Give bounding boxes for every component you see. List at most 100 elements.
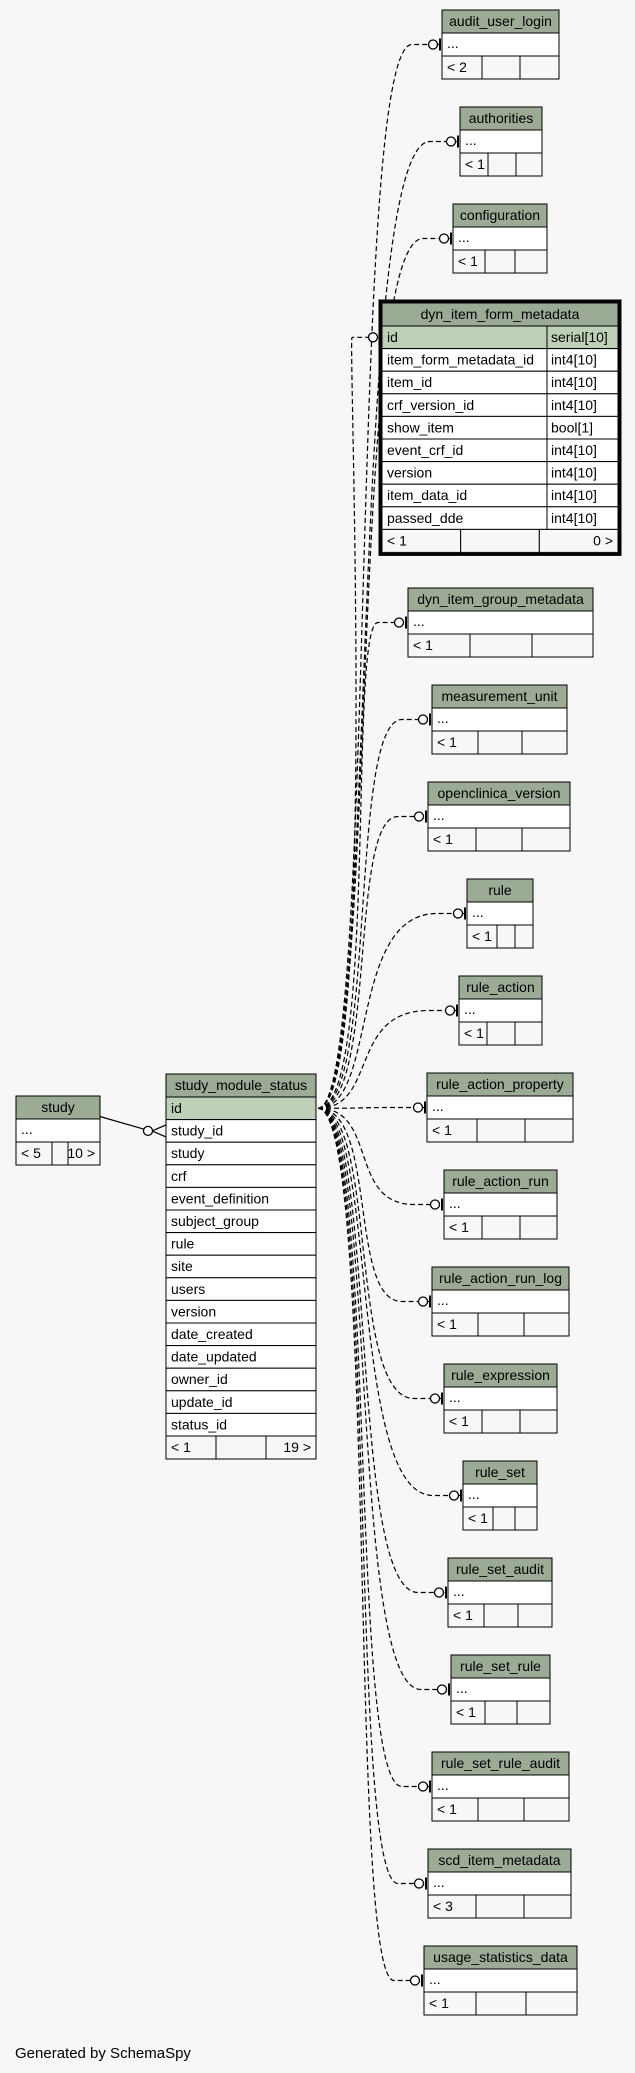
optional-ring-icon xyxy=(436,1684,448,1695)
table-authorities[interactable]: authorities...< 1 xyxy=(459,106,543,177)
stat-cell xyxy=(496,924,516,949)
stat-cell xyxy=(492,1506,516,1531)
parent-count: < 1 xyxy=(449,1219,469,1235)
table-title: authorities xyxy=(469,110,534,126)
optional-ring-icon xyxy=(417,1781,429,1792)
crows-foot-icon xyxy=(151,1130,167,1138)
stat-cell xyxy=(516,1700,551,1725)
column-name: site xyxy=(171,1258,193,1274)
table-title: usage_statistics_data xyxy=(433,1949,568,1965)
relationship-study_module_status-usage_statistics_data xyxy=(317,1107,423,1987)
table-configuration[interactable]: configuration...< 1 xyxy=(452,203,548,274)
ellipsis: ... xyxy=(464,1001,476,1017)
relationship-study_module_status-rule_expression xyxy=(317,1107,443,1405)
relationship-study_module_status-authorities xyxy=(317,135,459,1109)
column-type: int4[10] xyxy=(551,374,597,390)
relationship-study_module_status-rule_action_run xyxy=(317,1107,443,1211)
table-title: scd_item_metadata xyxy=(438,1852,560,1868)
column-name: event_definition xyxy=(171,1190,269,1206)
table-openclinica_version[interactable]: openclinica_version...< 1 xyxy=(427,781,571,852)
table-dyn_item_group_metadata[interactable]: dyn_item_group_metadata...< 1 xyxy=(407,587,594,658)
relationship-line xyxy=(317,718,430,1109)
optional-ring-icon xyxy=(367,332,379,343)
stat-cell xyxy=(481,55,521,80)
child-count: 10 > xyxy=(67,1145,95,1161)
stat-cell xyxy=(514,924,534,949)
focus-outline xyxy=(378,299,622,556)
stat-cell xyxy=(475,1991,527,2016)
column-type: int4[10] xyxy=(551,510,597,526)
table-title: measurement_unit xyxy=(442,688,558,704)
table-rule_set_rule_audit[interactable]: rule_set_rule_audit...< 1 xyxy=(431,1751,570,1822)
table-audit_user_login[interactable]: audit_user_login...< 2 xyxy=(441,9,560,80)
stat-cell xyxy=(531,633,594,658)
ellipsis: ... xyxy=(433,1874,445,1890)
table-rule_set_rule[interactable]: rule_set_rule...< 1 xyxy=(450,1654,551,1725)
stat-cell xyxy=(523,1894,572,1919)
parent-count: < 1 xyxy=(437,734,457,750)
optional-ring-icon xyxy=(413,1878,425,1889)
relationship-line xyxy=(317,1107,449,1691)
stat-cell xyxy=(460,528,540,553)
table-usage_statistics_data[interactable]: usage_statistics_data...< 1 xyxy=(423,1945,578,2016)
optional-ring-icon xyxy=(393,617,405,628)
table-title: configuration xyxy=(460,207,540,223)
stat-cell xyxy=(483,1603,519,1628)
table-title: dyn_item_group_metadata xyxy=(417,591,584,607)
relationship-line xyxy=(317,237,451,1109)
column-name: date_updated xyxy=(171,1349,257,1365)
table-rule_expression[interactable]: rule_expression...< 1 xyxy=(443,1363,558,1434)
table-scd_item_metadata[interactable]: scd_item_metadata...< 3 xyxy=(427,1848,572,1919)
ellipsis: ... xyxy=(472,904,484,920)
column-type: int4[10] xyxy=(551,487,597,503)
table-title: rule_set_audit xyxy=(456,1561,544,1577)
ellipsis-row xyxy=(431,707,568,732)
table-study_module_status[interactable]: study_module_statusidstudy_idstudycrfeve… xyxy=(165,1073,317,1460)
table-title: rule_set xyxy=(475,1464,525,1480)
ellipsis-row xyxy=(431,1774,570,1799)
relationship-study_module_status-rule_set_rule xyxy=(317,1107,450,1696)
column-name: passed_dde xyxy=(387,510,464,526)
parent-count: < 1 xyxy=(465,156,485,172)
child-count: 0 > xyxy=(593,532,613,548)
table-rule_action_run_log[interactable]: rule_action_run_log...< 1 xyxy=(431,1266,570,1337)
table-rule_set_audit[interactable]: rule_set_audit...< 1 xyxy=(447,1557,553,1628)
table-title: audit_user_login xyxy=(449,13,552,29)
relationship-line xyxy=(317,1107,446,1594)
optional-ring-icon xyxy=(409,1975,421,1986)
stat-cell xyxy=(517,1603,553,1628)
stat-cell xyxy=(515,152,543,177)
stat-cell xyxy=(484,249,516,274)
column-name: id xyxy=(387,329,398,345)
column-name: id xyxy=(171,1100,182,1116)
table-measurement_unit[interactable]: measurement_unit...< 1 xyxy=(431,684,568,755)
relationship-study_module_status-configuration xyxy=(317,232,452,1109)
table-rule_action_run[interactable]: rule_action_run...< 1 xyxy=(443,1169,558,1240)
relationship-study-study_module_status xyxy=(99,1115,167,1138)
parent-count: < 5 xyxy=(21,1145,41,1161)
stat-cell xyxy=(215,1435,267,1460)
relationship-study_module_status-dyn_item_form_metadata xyxy=(317,331,381,1109)
table-rule_set[interactable]: rule_set...< 1 xyxy=(462,1460,538,1531)
column-type: bool[1] xyxy=(551,419,593,435)
ellipsis-row xyxy=(431,1289,570,1314)
relationship-line xyxy=(99,1115,151,1132)
table-title: dyn_item_form_metadata xyxy=(421,306,580,322)
table-rule_action[interactable]: rule_action...< 1 xyxy=(458,975,543,1046)
table-rule[interactable]: rule...< 1 xyxy=(466,878,534,949)
stat-cell xyxy=(481,1215,521,1240)
child-count: 19 > xyxy=(283,1439,311,1455)
stat-cell xyxy=(475,1894,525,1919)
optional-ring-icon xyxy=(444,1005,456,1016)
stat-cell xyxy=(51,1141,69,1166)
ellipsis-row xyxy=(427,1871,572,1896)
relationship-line xyxy=(317,912,465,1109)
relationship-study_module_status-openclinica_version xyxy=(317,810,427,1109)
relationship-line xyxy=(317,43,440,1109)
stat-cell xyxy=(538,528,619,553)
table-rule_action_property[interactable]: rule_action_property...< 1 xyxy=(426,1072,574,1143)
relationship-line xyxy=(317,1107,422,1982)
